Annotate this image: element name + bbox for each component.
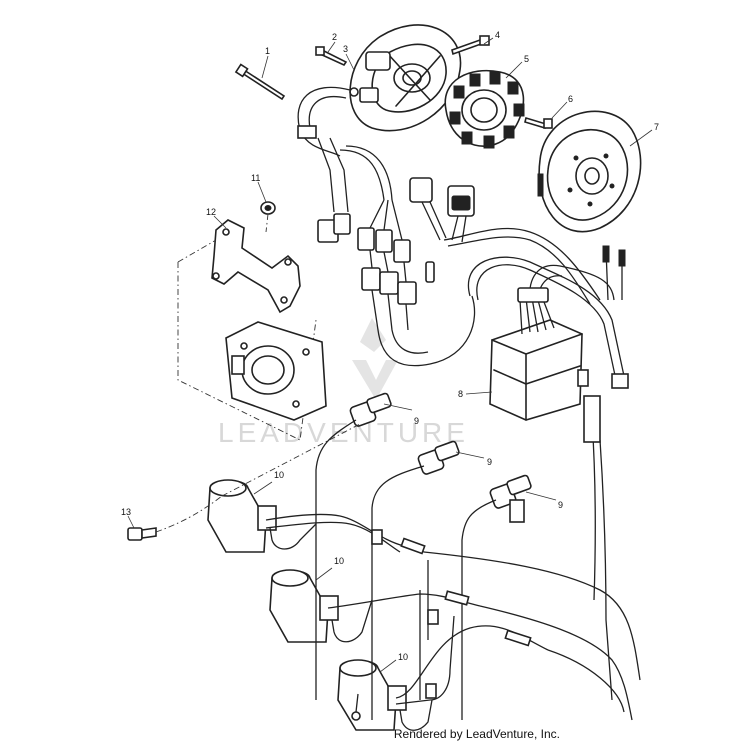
- svg-text:9: 9: [414, 416, 419, 426]
- svg-text:2: 2: [332, 32, 337, 42]
- ignition-coil-2: [269, 569, 373, 643]
- leadventure-watermark-logo: [352, 318, 398, 400]
- svg-text:11: 11: [251, 173, 260, 183]
- callout-10a: 10: [253, 470, 284, 495]
- small-screw-part: [315, 46, 348, 67]
- ignition-coil-1: [207, 479, 317, 553]
- flywheel-bolt-part: [524, 116, 553, 130]
- svg-text:10: 10: [398, 652, 408, 662]
- stator-screw-part: [451, 35, 490, 56]
- svg-text:10: 10: [274, 470, 284, 480]
- connector-pair: [409, 177, 601, 305]
- high-tension-leads: [315, 524, 463, 720]
- callout-6: 6: [551, 94, 573, 119]
- svg-text:4: 4: [495, 30, 500, 40]
- stator-plate-part: [349, 24, 462, 132]
- flywheel-part: [537, 110, 642, 233]
- callout-9b: 9: [455, 451, 492, 467]
- render-credit: Rendered by LeadVenture, Inc.: [393, 727, 560, 741]
- ignition-coil-3: [337, 659, 433, 731]
- callout-8: 8: [458, 389, 493, 399]
- coil-mount-bolt-part: [127, 527, 157, 541]
- callout-10c: 10: [379, 652, 408, 673]
- stator-coil-part: [444, 69, 525, 149]
- watermark-text: LEADVENTURE: [218, 417, 469, 448]
- spark-plug-cap-3: [461, 474, 532, 640]
- svg-text:9: 9: [558, 500, 563, 510]
- callout-12: 12: [206, 207, 227, 229]
- callout-13: 13: [121, 507, 135, 529]
- spark-plug-cap-1: [315, 392, 392, 524]
- svg-text:13: 13: [121, 507, 131, 517]
- callout-9c: 9: [525, 491, 563, 510]
- spark-plug-cap-2: [371, 440, 460, 600]
- svg-text:3: 3: [343, 44, 348, 54]
- callout-9a: 9: [383, 403, 419, 426]
- assembly-dash-line: [265, 213, 269, 233]
- washer-nut-part: [260, 201, 276, 215]
- svg-text:1: 1: [265, 46, 270, 56]
- callout-2: 2: [327, 32, 337, 53]
- assembly-dash-line: [221, 423, 361, 497]
- svg-text:5: 5: [524, 54, 529, 64]
- assembly-dash-line: [177, 239, 217, 263]
- long-bolt-part: [234, 63, 286, 101]
- callout-3: 3: [343, 44, 355, 71]
- callout-5: 5: [505, 54, 529, 79]
- engine-mount-block: [225, 321, 327, 421]
- svg-text:12: 12: [206, 207, 216, 217]
- coil-lead-wires: [265, 395, 641, 721]
- svg-text:10: 10: [334, 556, 344, 566]
- callout-11: 11: [251, 173, 267, 203]
- callout-10b: 10: [315, 556, 344, 581]
- svg-text:6: 6: [568, 94, 573, 104]
- callout-4: 4: [483, 30, 500, 45]
- harness-loop-cables: [467, 245, 629, 389]
- svg-text:8: 8: [458, 389, 463, 399]
- assembly-dash-line: [155, 495, 223, 533]
- callout-1: 1: [261, 46, 270, 79]
- svg-text:7: 7: [654, 122, 659, 132]
- callout-7: 7: [629, 122, 659, 147]
- mounting-bracket-part: [211, 219, 301, 314]
- svg-text:9: 9: [487, 457, 492, 467]
- cdi-module-part: [489, 287, 589, 421]
- stator-wiring-harness: [297, 86, 476, 367]
